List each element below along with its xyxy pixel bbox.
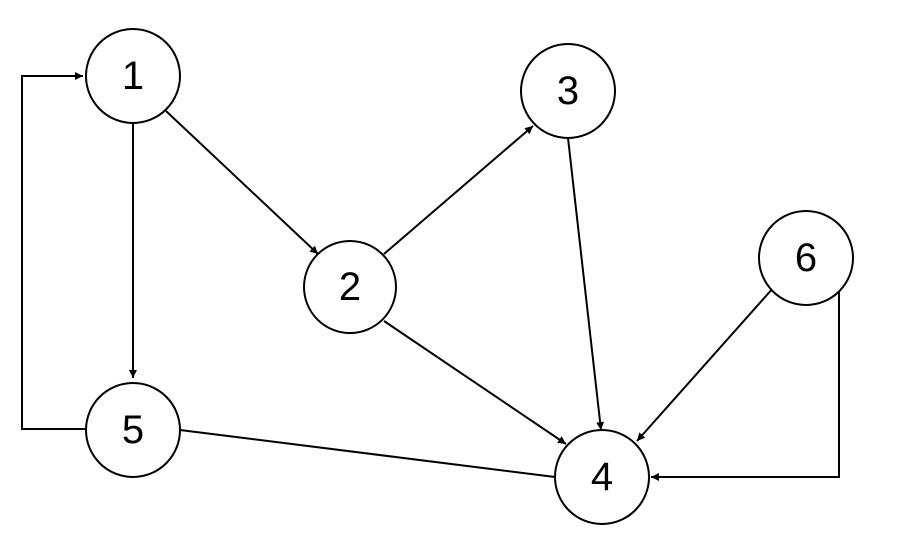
node-6: 6 [758, 210, 854, 306]
node-6-label: 6 [795, 236, 817, 280]
edge-2-3 [383, 125, 534, 255]
edge-5-1-elbow [21, 72, 86, 430]
edge-6-4 [636, 286, 775, 442]
node-5: 5 [85, 382, 181, 478]
edge-6-4-elbow [651, 289, 840, 481]
edge-1-2 [165, 110, 319, 255]
node-2-label: 2 [339, 265, 361, 309]
edge-3-4 [567, 137, 605, 431]
edge-2-4 [383, 320, 567, 445]
node-2: 2 [303, 240, 397, 334]
node-3: 3 [520, 43, 616, 139]
node-1-label: 1 [122, 54, 144, 98]
node-1: 1 [85, 28, 181, 124]
node-5-label: 5 [122, 408, 144, 452]
node-4-label: 4 [591, 455, 613, 499]
node-3-label: 3 [557, 69, 579, 113]
edge-5-4 [179, 429, 556, 478]
node-4: 4 [554, 429, 650, 525]
